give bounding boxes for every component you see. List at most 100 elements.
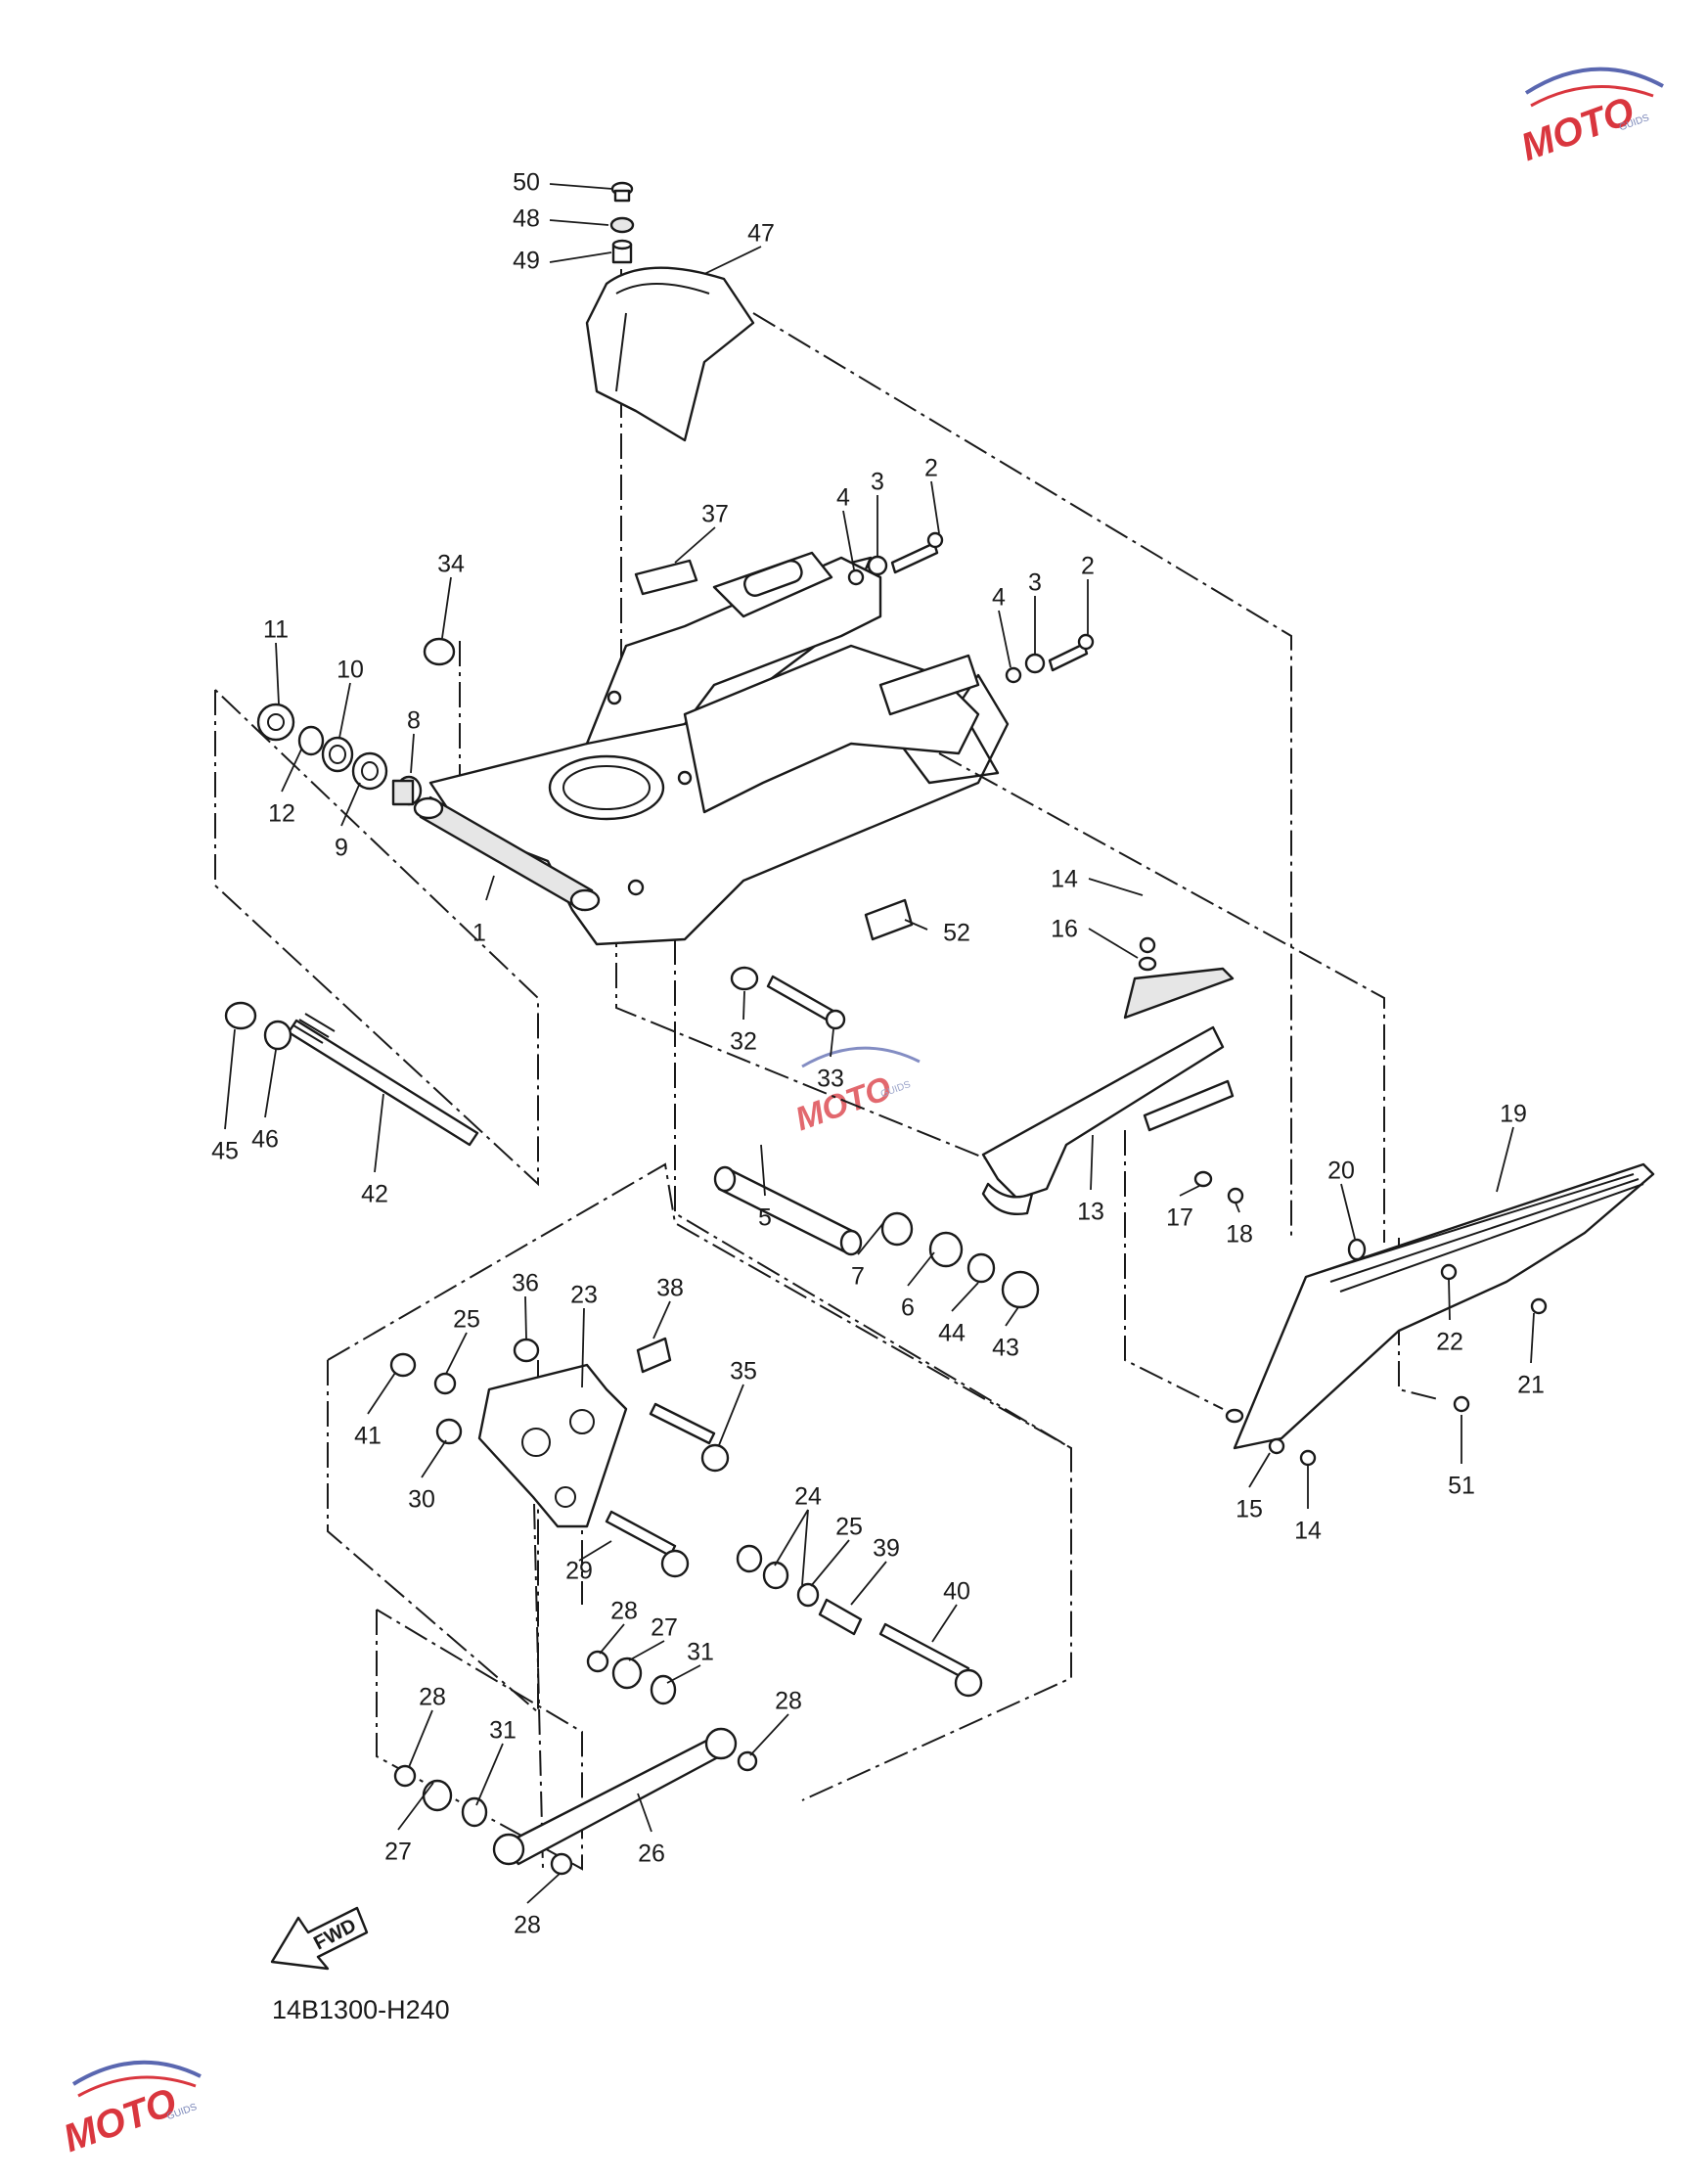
callout-c13: 13: [1077, 1199, 1104, 1226]
leader-line-c9: [340, 782, 361, 827]
callout-c27a: 27: [651, 1614, 678, 1642]
callout-c22: 22: [1436, 1329, 1463, 1356]
leader-line-c7: [857, 1222, 884, 1255]
callout-c24: 24: [794, 1483, 822, 1511]
leader-line-c24: [774, 1509, 809, 1567]
callout-c40: 40: [943, 1578, 970, 1606]
leader-line-c22: [1448, 1278, 1451, 1321]
callout-c3a: 3: [871, 469, 884, 496]
watermark-bottom-left: MOTO GUIDS: [58, 2060, 202, 2160]
callout-c19: 19: [1500, 1101, 1527, 1128]
callout-c28a: 28: [610, 1598, 638, 1625]
leader-line-c40: [931, 1604, 958, 1643]
callout-c15: 15: [1236, 1496, 1263, 1523]
callout-c33: 33: [817, 1066, 844, 1093]
callout-c29: 29: [565, 1558, 593, 1585]
callout-c16: 16: [1051, 916, 1078, 943]
callout-c30: 30: [408, 1486, 435, 1514]
callout-c28c: 28: [775, 1688, 802, 1715]
leader-line-c32: [742, 990, 745, 1021]
leader-line-c24-1: [801, 1509, 809, 1586]
leader-line-c43: [1005, 1306, 1019, 1327]
leader-line-c28b: [408, 1709, 433, 1768]
leader-line-c31a: [666, 1664, 701, 1684]
callout-c9: 9: [335, 835, 348, 862]
callout-c39: 39: [873, 1535, 900, 1563]
callout-c41: 41: [354, 1423, 382, 1450]
callout-c11: 11: [263, 616, 289, 644]
callout-c21: 21: [1517, 1372, 1545, 1399]
leader-lines: [224, 183, 1535, 1904]
leader-line-c38: [652, 1300, 671, 1340]
callout-c26: 26: [638, 1840, 665, 1868]
connecting-rod-26: [393, 1650, 758, 1876]
pivot-bearings: [256, 637, 456, 806]
leader-line-c4a: [842, 510, 855, 570]
leader-line-c11: [275, 642, 280, 705]
leader-line-c50: [549, 183, 613, 190]
callout-c3b: 3: [1028, 569, 1042, 597]
pivot-shaft: [224, 1001, 479, 1147]
leader-line-c49: [549, 251, 612, 263]
callout-c37: 37: [701, 501, 729, 528]
callout-c1: 1: [472, 920, 486, 947]
axle-components: [713, 966, 1040, 1309]
leader-line-c41: [367, 1372, 396, 1415]
leader-line-c34: [441, 576, 452, 639]
leader-line-c6: [907, 1251, 935, 1287]
leader-line-c25b: [810, 1539, 850, 1587]
leader-line-c44: [951, 1282, 979, 1312]
leader-line-c46: [264, 1049, 277, 1118]
leader-line-c47: [703, 246, 762, 275]
swingarm: [413, 551, 1010, 946]
leader-line-c45: [224, 1028, 236, 1130]
leader-line-c5: [760, 1144, 766, 1197]
watermark-top-right: MOTO GUIDS: [1515, 67, 1664, 169]
leader-line-c4b: [998, 610, 1011, 668]
leader-line-c27a: [628, 1640, 665, 1661]
leader-line-c15: [1248, 1452, 1271, 1488]
leader-line-c16: [1088, 928, 1139, 959]
label-sticker-37: [634, 559, 698, 596]
leader-line-c2a: [930, 480, 940, 534]
leader-line-c28d: [526, 1873, 561, 1904]
callout-c14a: 14: [1051, 866, 1078, 893]
callout-c52: 52: [943, 920, 970, 947]
callout-c10: 10: [337, 657, 364, 684]
callout-c28d: 28: [514, 1912, 541, 1939]
leader-line-c27b: [397, 1782, 434, 1831]
callout-c7: 7: [851, 1263, 865, 1291]
leader-line-c25a: [445, 1332, 468, 1375]
leader-line-c33: [830, 1028, 834, 1058]
watermark-center: MOTO GUIDS: [790, 1046, 921, 1138]
assembly-boundaries: [214, 269, 1439, 1871]
callout-c4b: 4: [992, 584, 1006, 612]
leader-line-c52: [904, 919, 928, 931]
callout-c23: 23: [570, 1282, 598, 1309]
callout-c36: 36: [512, 1270, 539, 1297]
callout-c25b: 25: [835, 1514, 863, 1541]
chain-guard-47: [585, 266, 755, 442]
leader-line-c28a: [599, 1623, 625, 1655]
callout-c48: 48: [513, 205, 540, 233]
leader-line-c19: [1496, 1126, 1514, 1193]
callout-c51: 51: [1448, 1473, 1475, 1500]
callout-c44: 44: [938, 1320, 966, 1347]
leader-line-c18: [1235, 1202, 1240, 1213]
leader-line-c30: [421, 1439, 447, 1478]
leader-line-c37: [674, 526, 716, 564]
callout-c27b: 27: [384, 1839, 412, 1866]
callout-c47: 47: [747, 220, 775, 248]
label-sticker-52: [864, 898, 914, 941]
leader-line-c36: [524, 1295, 527, 1340]
leader-line-c17: [1179, 1185, 1200, 1197]
bolt-set-upper: [847, 531, 1095, 684]
callout-c38: 38: [656, 1275, 684, 1302]
callout-c35: 35: [730, 1358, 757, 1385]
callout-c18: 18: [1226, 1221, 1253, 1249]
leader-line-c29: [578, 1540, 612, 1562]
relay-arm-23: [389, 1337, 983, 1698]
callout-c14b: 14: [1294, 1518, 1322, 1545]
callout-c12: 12: [268, 800, 295, 828]
hardware-stack: [609, 181, 635, 264]
